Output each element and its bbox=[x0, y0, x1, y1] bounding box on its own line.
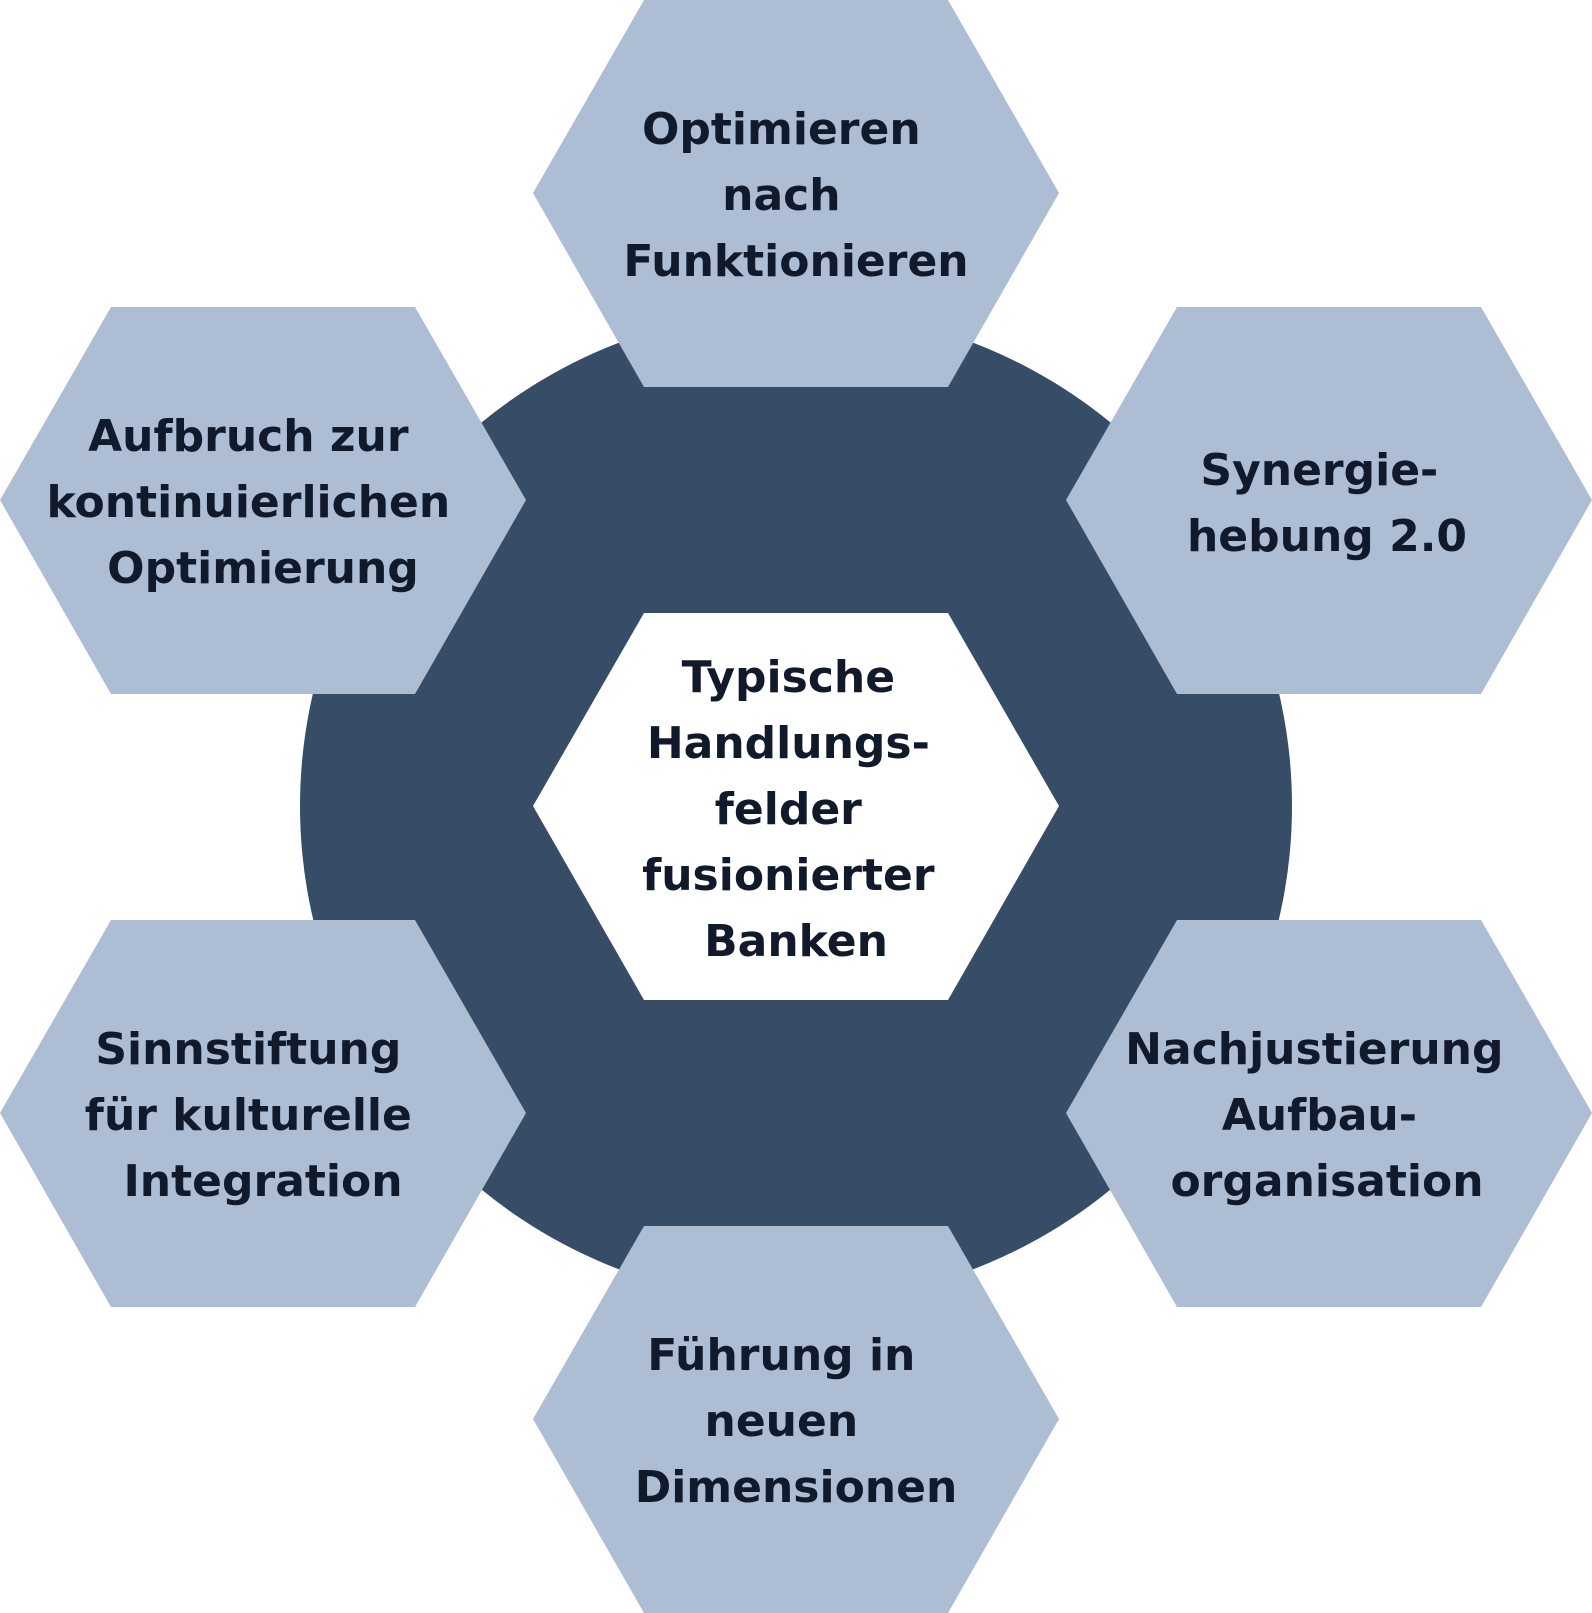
field-hex-top: Optimieren nach Funktionieren bbox=[533, 0, 1059, 387]
center-label-line: Typische bbox=[682, 652, 896, 703]
field-label: Aufbruch zur kontinuierlichen Optimierun… bbox=[46, 411, 465, 594]
field-label-line: Optimieren bbox=[642, 104, 921, 155]
field-label: Optimieren nach Funktionieren bbox=[623, 104, 968, 287]
field-hex-lower-left: Sinnstiftung für kulturelle Integration bbox=[0, 920, 526, 1307]
field-label-line: Funktionieren bbox=[623, 236, 968, 287]
hex-shape bbox=[533, 613, 1059, 1000]
field-hex-bottom: Führung in neuen Dimensionen bbox=[533, 1226, 1059, 1613]
hex-shape bbox=[1066, 307, 1592, 694]
center-label-line: felder bbox=[715, 784, 862, 835]
hex-shape bbox=[533, 0, 1059, 387]
hex-shape bbox=[0, 307, 526, 694]
field-label-line: kontinuierlichen bbox=[46, 477, 450, 528]
field-label-line: nach bbox=[722, 170, 840, 221]
field-label-line: Führung in bbox=[647, 1330, 915, 1381]
hex-shape bbox=[1066, 920, 1592, 1307]
field-label-line: Optimierung bbox=[107, 543, 419, 594]
field-label-line: Nachjustierung bbox=[1125, 1024, 1503, 1075]
field-label: Sinnstiftung für kulturelle Integration bbox=[85, 1024, 427, 1207]
field-hex-upper-left: Aufbruch zur kontinuierlichen Optimierun… bbox=[0, 307, 526, 694]
center-label-line: Banken bbox=[704, 916, 888, 967]
center-hex: Typische Handlungs- felder fusionierter … bbox=[533, 613, 1059, 1000]
field-label-line: organisation bbox=[1170, 1156, 1483, 1207]
field-label: Nachjustierung Aufbau- organisation bbox=[1125, 1024, 1519, 1207]
field-label-line: Dimensionen bbox=[635, 1462, 958, 1513]
field-label-line: für kulturelle bbox=[85, 1090, 412, 1141]
field-label-line: neuen bbox=[705, 1396, 859, 1447]
center-label: Typische Handlungs- felder fusionierter … bbox=[642, 652, 950, 967]
center-label-line: Handlungs- bbox=[647, 718, 930, 769]
field-hex-upper-right: Synergie- hebung 2.0 bbox=[1066, 307, 1592, 694]
field-label-line: hebung 2.0 bbox=[1187, 511, 1467, 562]
field-label-line: Aufbau- bbox=[1222, 1090, 1417, 1141]
field-label-line: Aufbruch zur bbox=[88, 411, 409, 462]
hex-shape bbox=[533, 1226, 1059, 1613]
field-label: Führung in neuen Dimensionen bbox=[635, 1330, 958, 1513]
center-label-line: fusionierter bbox=[642, 850, 935, 901]
hex-shape bbox=[0, 920, 526, 1307]
field-label: Synergie- hebung 2.0 bbox=[1187, 445, 1467, 562]
field-label-line: Sinnstiftung bbox=[95, 1024, 401, 1075]
field-label-line: Integration bbox=[123, 1156, 402, 1207]
field-label-line: Synergie- bbox=[1200, 445, 1438, 496]
field-hex-lower-right: Nachjustierung Aufbau- organisation bbox=[1066, 920, 1592, 1307]
